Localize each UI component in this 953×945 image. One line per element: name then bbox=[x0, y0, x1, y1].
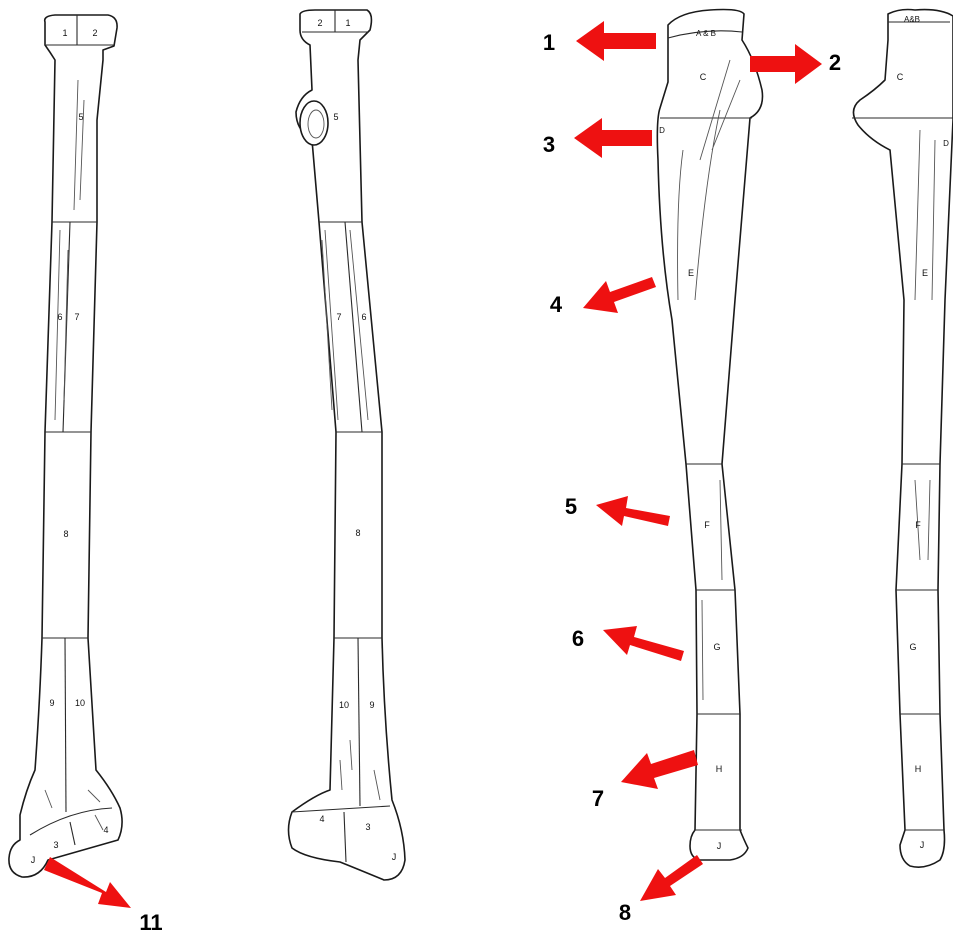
arrow-1: 1 bbox=[543, 21, 656, 61]
tibia-lat-zone-h: H bbox=[915, 764, 922, 774]
arrow-7-label: 7 bbox=[592, 786, 604, 811]
arrow-2: 2 bbox=[750, 44, 841, 84]
arrow-7-shape bbox=[621, 750, 698, 789]
ulna-ant-zone-6: 6 bbox=[57, 312, 62, 322]
ulna-ant-zone-5: 5 bbox=[78, 112, 83, 122]
ulna-post-zone-2: 2 bbox=[317, 18, 322, 28]
tibia-ant-zone-g: G bbox=[713, 642, 720, 652]
tibia-lat-zone-j: J bbox=[920, 840, 925, 850]
ulna-ant-zone-1: 1 bbox=[62, 28, 67, 38]
tibia-lat-zone-d: D bbox=[943, 139, 949, 148]
ulna-anterior-view: 1 2 5 6 7 8 9 10 3 4 J bbox=[9, 15, 122, 877]
tibia-ant-zone-ab: A & B bbox=[696, 29, 716, 38]
ulna-post-zone-3: 3 bbox=[365, 822, 370, 832]
tibia-lat-zone-ab: A&B bbox=[904, 15, 920, 24]
arrow-1-label: 1 bbox=[543, 30, 555, 55]
arrow-8-shape bbox=[640, 855, 703, 901]
ulna-post-zone-5: 5 bbox=[333, 112, 338, 122]
ulna-posterior-view: 2 1 5 7 6 8 10 9 4 3 J bbox=[289, 10, 406, 880]
tibia-lateral-outline bbox=[853, 10, 953, 868]
ulna-ant-zone-7: 7 bbox=[74, 312, 79, 322]
tibia-lat-zone-f: F bbox=[915, 520, 921, 530]
tibia-lateral-view: A&B C D E F G H J bbox=[852, 10, 953, 868]
ulna-ant-zone-10: 10 bbox=[75, 698, 85, 708]
ulna-post-zone-9: 9 bbox=[369, 700, 374, 710]
tibia-ant-zone-d: D bbox=[659, 126, 665, 135]
ulna-ant-zone-8: 8 bbox=[63, 529, 68, 539]
arrow-5-shape bbox=[596, 496, 670, 526]
arrow-6-shape bbox=[603, 626, 684, 661]
tibia-ant-zone-h: H bbox=[716, 764, 723, 774]
arrow-3: 3 bbox=[543, 118, 652, 158]
arrow-2-shape bbox=[750, 44, 822, 84]
arrow-8: 8 bbox=[619, 855, 703, 925]
arrow-3-shape bbox=[574, 118, 652, 158]
arrow-5: 5 bbox=[565, 494, 670, 526]
arrow-2-label: 2 bbox=[829, 50, 841, 75]
ulna-post-zone-6: 6 bbox=[361, 312, 366, 322]
ulna-post-zone-7: 7 bbox=[336, 312, 341, 322]
arrow-6-label: 6 bbox=[572, 626, 584, 651]
arrow-4: 4 bbox=[550, 277, 656, 317]
tibia-anterior-view: A & B C D E F G H J bbox=[657, 10, 762, 861]
ulna-ant-zone-2: 2 bbox=[92, 28, 97, 38]
tibia-lat-zone-c: C bbox=[897, 72, 904, 82]
tibia-ant-zone-c: C bbox=[700, 72, 707, 82]
tibia-ant-zone-f: F bbox=[704, 520, 710, 530]
arrow-5-label: 5 bbox=[565, 494, 577, 519]
ulna-ant-zone-4: 4 bbox=[103, 825, 108, 835]
tibia-lat-zone-g: G bbox=[909, 642, 916, 652]
arrow-8-label: 8 bbox=[619, 900, 631, 925]
ulna-ant-zone-9: 9 bbox=[49, 698, 54, 708]
ulna-post-zone-j: J bbox=[392, 852, 397, 862]
tibia-ant-zone-e: E bbox=[688, 268, 694, 278]
tibia-ant-zone-j: J bbox=[717, 841, 722, 851]
arrow-4-label: 4 bbox=[550, 292, 563, 317]
arrow-4-shape bbox=[583, 277, 656, 313]
arrow-11-label: 11 bbox=[139, 910, 162, 935]
arrow-11-shape bbox=[44, 857, 131, 908]
ulna-post-zone-1: 1 bbox=[345, 18, 350, 28]
arrow-11: 11 bbox=[44, 857, 163, 935]
ulna-post-zone-8: 8 bbox=[355, 528, 360, 538]
ulna-post-zone-10: 10 bbox=[339, 700, 349, 710]
tibia-lat-zone-e: E bbox=[922, 268, 928, 278]
ulna-post-zone-4: 4 bbox=[319, 814, 324, 824]
arrow-6: 6 bbox=[572, 626, 684, 661]
arrow-1-shape bbox=[576, 21, 656, 61]
arrow-3-label: 3 bbox=[543, 132, 555, 157]
ulna-ant-zone-j: J bbox=[31, 855, 36, 865]
ulna-ant-zone-3: 3 bbox=[53, 840, 58, 850]
arrow-7: 7 bbox=[592, 750, 698, 811]
tibia-anterior-outline bbox=[657, 10, 762, 861]
